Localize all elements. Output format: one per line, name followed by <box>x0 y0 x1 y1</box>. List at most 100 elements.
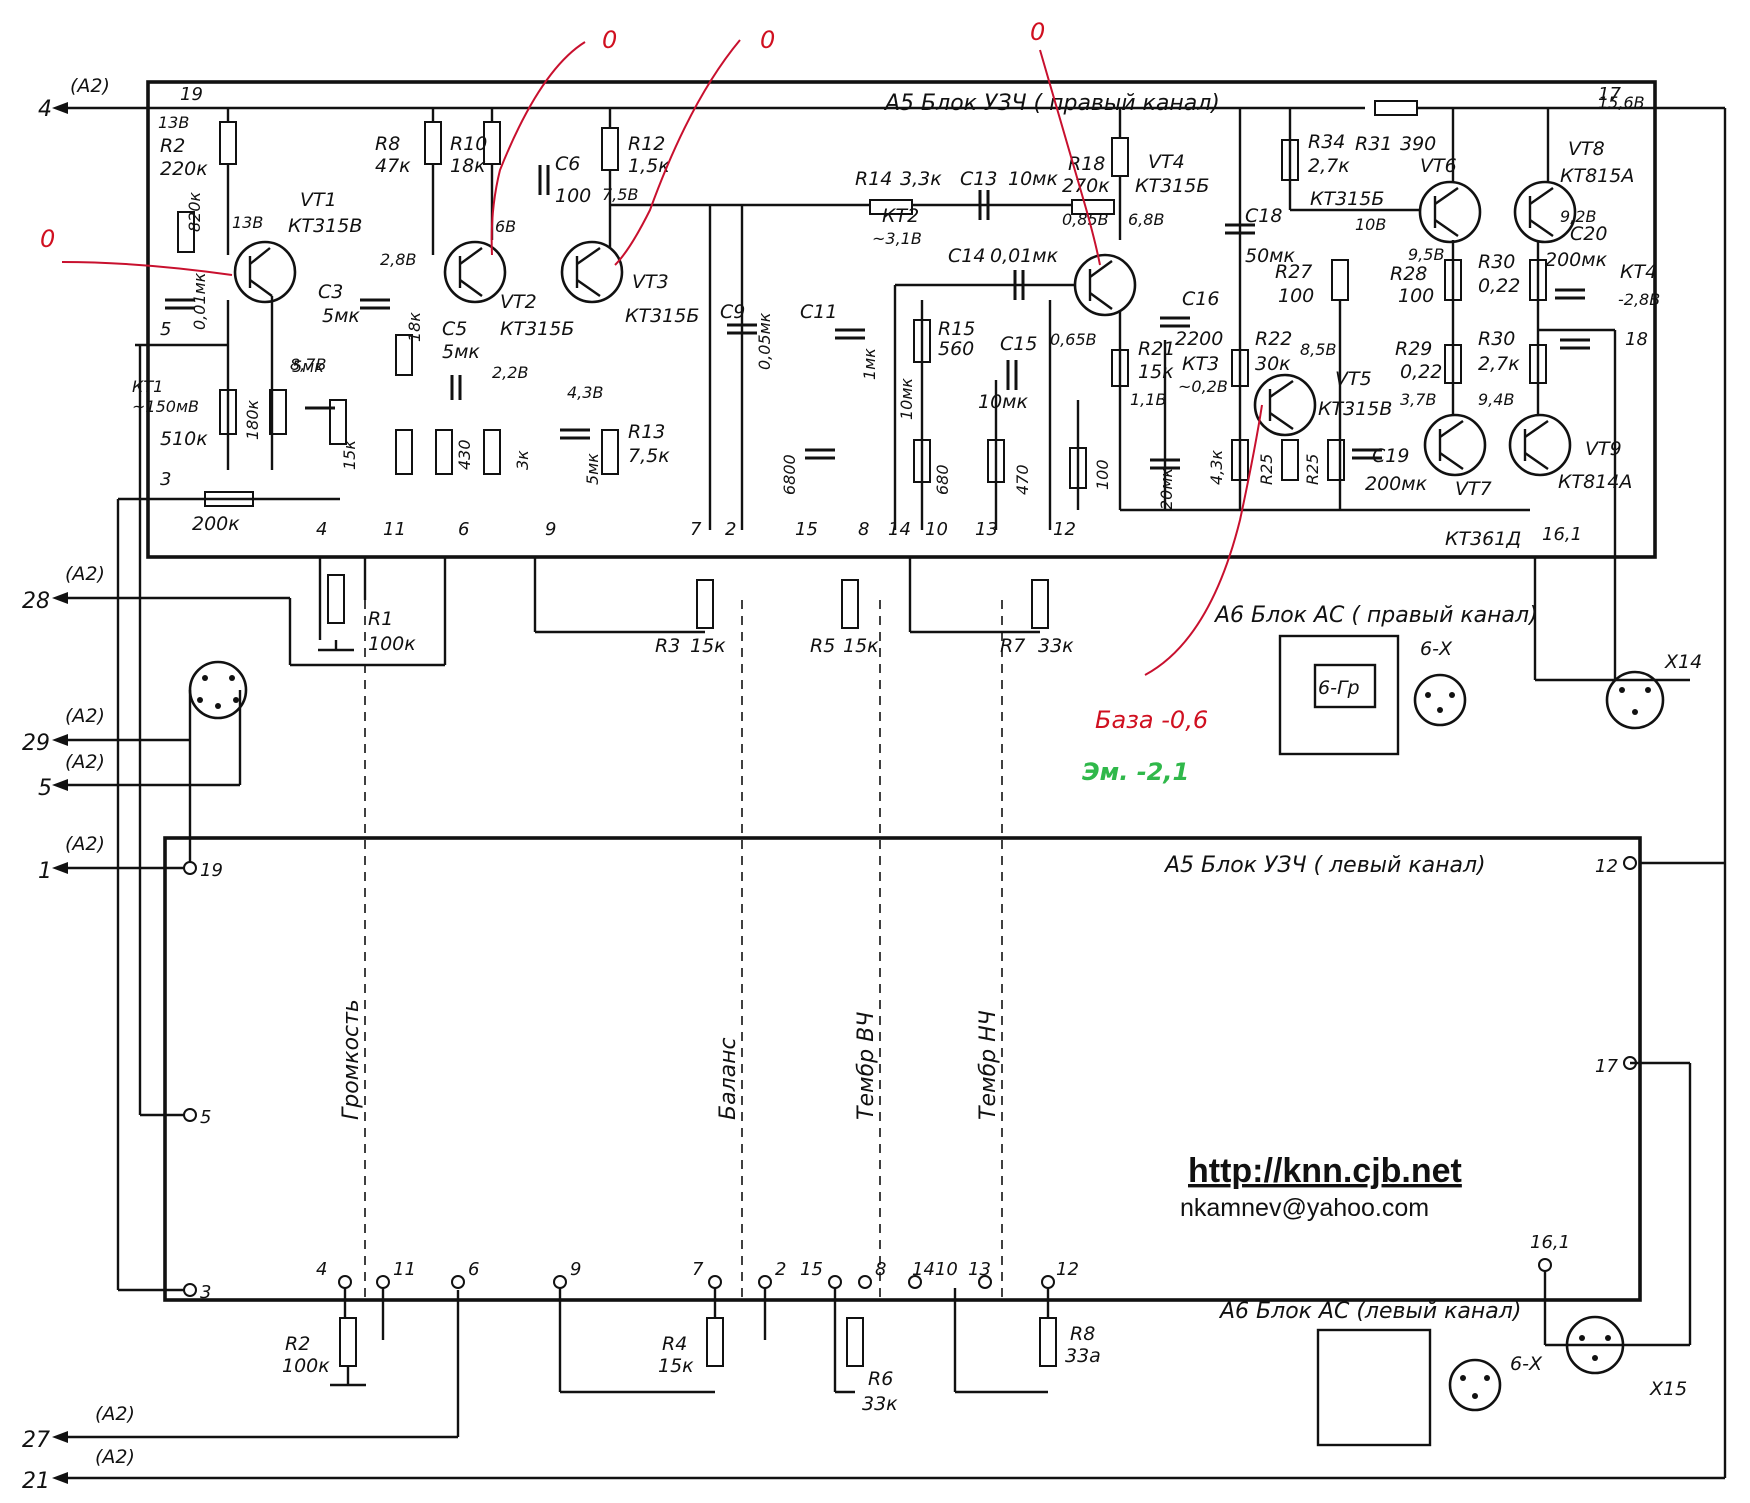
r28-name: R29 <box>1395 338 1432 360</box>
kt1-label: КТ1 <box>132 377 163 396</box>
pot-r6-left-name: R6 <box>868 1368 893 1390</box>
vt7-name: VT7 <box>1455 478 1492 500</box>
ext-29-num: 29 <box>22 731 50 756</box>
left-pin-19-dot <box>183 861 197 875</box>
r22-value: 30к <box>1255 353 1291 375</box>
ext-28-num: 28 <box>22 589 50 614</box>
ganged-shafts <box>364 600 1003 1300</box>
annotation-arrow-vt3 <box>614 39 741 266</box>
c11-value: 10мк <box>897 378 916 420</box>
r21-name: R21 <box>1138 338 1175 360</box>
r15-name: R15 <box>938 318 975 340</box>
c17-name: C18 <box>1245 205 1282 227</box>
r3-value: 510к <box>160 428 208 450</box>
right-channel-board: А5 Блок УЗЧ ( правый канал) 220к R2 820к… <box>118 80 1660 680</box>
resistor-r2 <box>219 121 237 165</box>
vt5-name: VT5 <box>1335 368 1372 390</box>
left-pin-5: 5 <box>200 1107 211 1128</box>
c14-name: C15 <box>1000 333 1037 355</box>
right-pin-18: 18 <box>1625 329 1648 350</box>
speaker-right-driver <box>1313 663 1377 709</box>
r23-value: 4,3к <box>1207 450 1226 485</box>
ext-27-num: 27 <box>22 1428 50 1453</box>
annotation-arrow-vt2 <box>490 41 586 256</box>
c12-value: 10мк <box>1008 168 1059 190</box>
vt1-stage: 220к R2 820к 0,01мк 510к 180к VT1 КТ315В… <box>118 108 362 535</box>
pot-r7-right <box>1031 579 1049 629</box>
r18-value: 270к <box>1062 175 1110 197</box>
r34-name: R34 <box>1308 131 1345 153</box>
resistor-r9 <box>435 429 453 475</box>
vt7-base-voltage: 3,7В <box>1400 390 1436 409</box>
resistor-r31 <box>1374 100 1418 116</box>
resistor-r12 <box>601 127 619 171</box>
speaker-left: А6 Блок АС (левый канал) 6-Х Х15 <box>1218 1061 1692 1447</box>
ext-4-ref: (А2) <box>70 75 110 97</box>
right-pin-9: 9 <box>545 519 556 540</box>
speaker-left-connector-label: 6-Х <box>1510 1353 1543 1375</box>
pot-r5-right-label: R5 <box>810 635 835 657</box>
vt9-type: КТ814А <box>1558 471 1632 493</box>
label-treble: Тембр ВЧ <box>854 1012 879 1120</box>
right-pin-10: 10 <box>925 519 948 540</box>
c9-value: 6800 <box>780 454 799 495</box>
resistor-r5 <box>269 389 287 435</box>
c10-name: C11 <box>800 301 837 323</box>
right-pin-15: 15 <box>795 519 818 540</box>
c6-value: 100 <box>555 185 591 207</box>
tone-network: C9 0,05мк 6800 C11 1мк 10мк R14 3,3к C13… <box>708 168 1105 530</box>
left-pin-19: 19 <box>200 860 223 881</box>
c19-name: C20 <box>1570 223 1607 245</box>
vt4-stage: R18 270к VT4 КТ315Б 0,85В 6,8В 0,65В R21… <box>1050 108 1530 512</box>
vt8-name: VT8 <box>1568 138 1605 160</box>
left-channel-board: А5 Блок УЗЧ ( левый канал) 19 5 3 12 17 … <box>163 836 1642 1303</box>
speaker-right: А6 Блок АС ( правый канал) 6-Гр 6-Х Х14 <box>1213 557 1702 756</box>
left-pin-17: 12 <box>1595 856 1618 877</box>
c3-value: 5мк <box>322 305 360 327</box>
right-pin-7: 7 <box>690 519 702 540</box>
left-pin-12: 12 <box>1056 1259 1079 1280</box>
vt6-name: VT6 <box>1420 155 1457 177</box>
ext-21-ref: (А2) <box>95 1446 135 1468</box>
kt2-voltage: ~3,1В <box>872 229 922 248</box>
vt9-base-voltage: 9,4В <box>1478 390 1514 409</box>
c2-value: 5мк <box>292 357 324 376</box>
r19-value: 100 <box>1093 459 1112 490</box>
r15-value: 560 <box>938 338 974 360</box>
r8-value: 47к <box>375 155 411 177</box>
r1-value: 820к <box>185 191 204 232</box>
pot-r7-right-value: 33к <box>1038 635 1074 657</box>
left-pin-8: 8 <box>875 1259 886 1280</box>
r14-value: 3,3к <box>900 168 942 190</box>
c7-value: 5мк <box>583 453 602 485</box>
website-link[interactable]: http://knn.cjb.net <box>1188 1152 1462 1190</box>
r29-value: 0,22 <box>1478 275 1520 297</box>
r22-name: R22 <box>1255 328 1292 350</box>
kt4-voltage: -2,8В <box>1618 290 1660 309</box>
hand-annotations: 0 0 0 0 База -0,6 Эм. -2,1 <box>40 18 1263 786</box>
vt3-emitter-voltage: 4,3В <box>567 383 603 402</box>
right-pin-14: 14 <box>888 519 911 540</box>
r2-name: R2 <box>160 135 185 157</box>
right-pin-13: 13 <box>975 519 998 540</box>
right-board-outline <box>146 80 1657 559</box>
annotation-arrow-vt4 <box>1039 49 1101 266</box>
output-supply-voltage: 15,6В <box>1598 93 1645 112</box>
vt2-collector-voltage: 6В <box>495 217 516 236</box>
transistor-vt9 <box>1508 413 1572 477</box>
vt2-emitter-voltage: 2,2В <box>492 363 528 382</box>
transistor-vt5 <box>1253 373 1317 437</box>
transistor-vt7 <box>1423 413 1487 477</box>
kt1-voltage: ~150мВ <box>132 397 199 416</box>
left-pin-16-1: 16,1 <box>1530 1232 1570 1253</box>
speaker-right-driver-label: 6-Гр <box>1318 677 1360 699</box>
r31-label: R31 <box>1355 133 1392 155</box>
vt1-emitter-voltage: 8,7В <box>290 355 326 374</box>
vt8-type: КТ815А <box>1560 165 1634 187</box>
r24-label: R25 <box>1257 454 1276 485</box>
resistor-r6 <box>395 334 413 376</box>
left-pin-17-dot <box>1623 856 1637 870</box>
right-pin-4: 4 <box>316 519 327 540</box>
vt7-type: КТ361Д <box>1445 528 1521 550</box>
pot-r3-right-label: R3 <box>655 635 680 657</box>
